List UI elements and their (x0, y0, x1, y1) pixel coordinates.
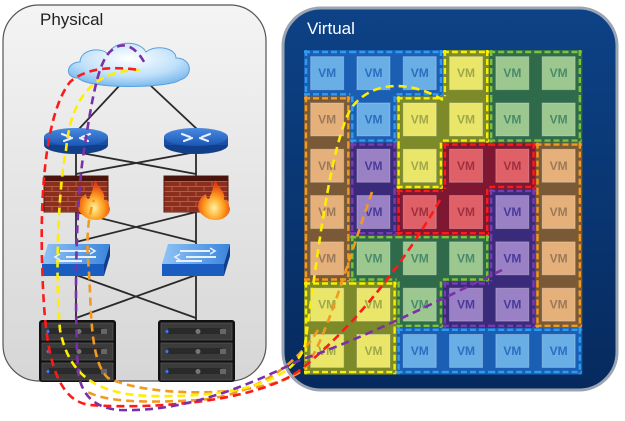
vm-tile[interactable]: VM (310, 241, 345, 276)
vm-tile[interactable]: VM (310, 148, 345, 183)
vm-tile[interactable]: VM (541, 102, 576, 137)
vm-label: VM (503, 251, 521, 265)
vm-label: VM (503, 159, 521, 173)
vm-label: VM (457, 112, 475, 126)
purple-flow (74, 44, 503, 412)
vm-tile[interactable]: VM (402, 102, 437, 137)
vm-label: VM (457, 159, 475, 173)
vm-tile[interactable]: VM (310, 56, 345, 91)
vm-tile[interactable]: VM (402, 148, 437, 183)
vm-label: VM (503, 298, 521, 312)
vm-label: VM (503, 66, 521, 80)
vm-label: VM (457, 66, 475, 80)
vm-label: VM (318, 205, 336, 219)
vm-label: VM (364, 344, 382, 358)
vm-tile[interactable]: VM (495, 56, 530, 91)
vm-label: VM (550, 298, 568, 312)
vm-label: VM (411, 298, 429, 312)
vm-label: VM (318, 66, 336, 80)
vm-tile[interactable]: VM (495, 333, 530, 368)
vm-label: VM (364, 251, 382, 265)
vm-tile[interactable]: VM (356, 56, 391, 91)
firewall-icon (163, 175, 230, 220)
vm-label: VM (550, 159, 568, 173)
vm-tile[interactable]: VM (495, 287, 530, 322)
traffic-flows (40, 44, 503, 412)
vm-tile[interactable]: VM (356, 287, 391, 322)
vm-label: VM (457, 251, 475, 265)
vm-tile[interactable]: VM (356, 241, 391, 276)
vm-label: VM (364, 159, 382, 173)
vm-tile[interactable]: VM (541, 287, 576, 322)
vm-tile[interactable]: VM (495, 195, 530, 230)
physical-panel-title: Physical (40, 10, 104, 29)
vm-label: VM (550, 112, 568, 126)
vm-tile[interactable]: VM (541, 148, 576, 183)
vm-label: VM (364, 298, 382, 312)
vm-label: VM (503, 205, 521, 219)
vm-tile[interactable]: VM (449, 195, 484, 230)
vm-label: VM (318, 159, 336, 173)
vm-label: VM (457, 298, 475, 312)
vm-tile[interactable]: VM (356, 102, 391, 137)
vm-label: VM (411, 205, 429, 219)
orange-flow (83, 329, 320, 403)
vm-tile[interactable]: VM (402, 56, 437, 91)
vm-label: VM (318, 112, 336, 126)
vm-label: VM (411, 112, 429, 126)
vm-label: VM (411, 66, 429, 80)
physical-panel (2, 4, 267, 382)
vm-tile[interactable]: VM (541, 195, 576, 230)
vm-tile[interactable]: VM (356, 148, 391, 183)
vm-label: VM (503, 112, 521, 126)
vm-tile[interactable]: VM (310, 333, 345, 368)
vm-label: VM (411, 344, 429, 358)
vm-label: VM (550, 251, 568, 265)
server-rack-icon (39, 320, 116, 382)
vm-tile[interactable]: VM (449, 241, 484, 276)
vm-label: VM (364, 112, 382, 126)
vm-tile[interactable]: VM (495, 148, 530, 183)
vm-label: VM (318, 251, 336, 265)
vm-label: VM (457, 205, 475, 219)
vm-tile[interactable]: VM (402, 333, 437, 368)
vm-tile[interactable]: VM (449, 102, 484, 137)
vm-tile[interactable]: VM (310, 102, 345, 137)
firewall-icon (43, 175, 110, 220)
vm-tile[interactable]: VM (402, 195, 437, 230)
vm-label: VM (550, 66, 568, 80)
vm-tile[interactable]: VM (541, 333, 576, 368)
vm-tile[interactable]: VM (541, 56, 576, 91)
virtual-panel-title: Virtual (307, 19, 355, 38)
vm-label: VM (411, 159, 429, 173)
router-icon (164, 128, 228, 154)
server-rack-icon (158, 320, 235, 382)
orange-flow (86, 191, 374, 394)
vm-tile[interactable]: VM (495, 102, 530, 137)
vm-tile[interactable]: VM (449, 333, 484, 368)
vm-tile[interactable]: VM (449, 148, 484, 183)
vm-label: VM (457, 344, 475, 358)
vm-label: VM (364, 205, 382, 219)
vm-tile[interactable]: VM (541, 241, 576, 276)
switch-icon (162, 244, 230, 276)
vm-tile[interactable]: VM (449, 56, 484, 91)
vm-label: VM (411, 251, 429, 265)
vm-label: VM (550, 344, 568, 358)
vm-label: VM (550, 205, 568, 219)
router-icon (44, 128, 108, 154)
vm-tile[interactable]: VM (402, 241, 437, 276)
vm-label: VM (503, 344, 521, 358)
vm-tile[interactable]: VM (356, 333, 391, 368)
vm-label: VM (364, 66, 382, 80)
